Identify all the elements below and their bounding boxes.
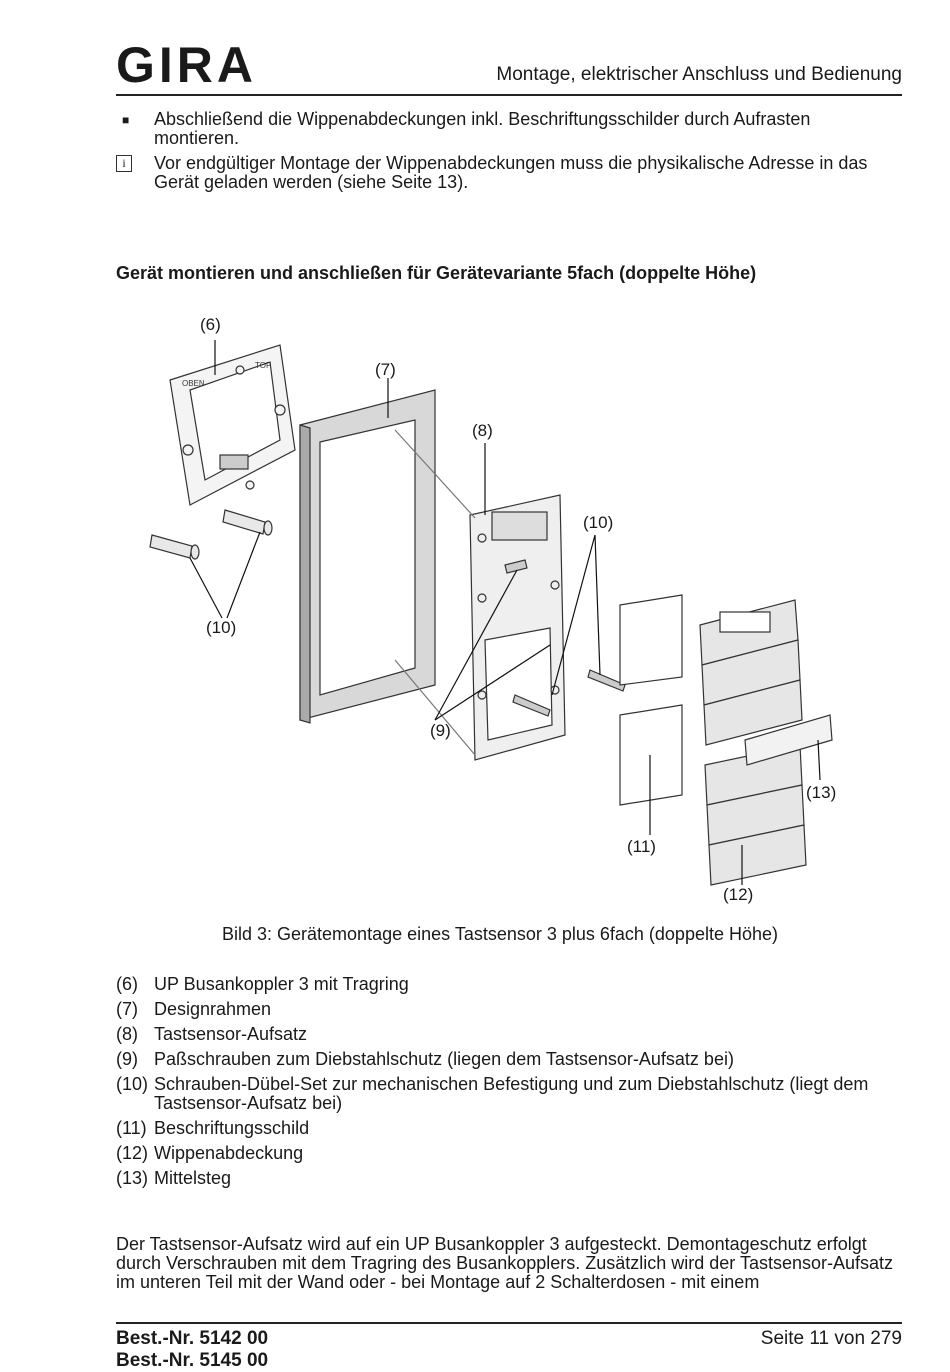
page-number: Seite 11 von 279 <box>760 1328 902 1349</box>
figure-callouts: (6) (7) (8) (10) (10) (9) (11) (12) (13) <box>200 315 836 904</box>
legend-item: (6)UP Busankoppler 3 mit Tragring <box>116 974 409 994</box>
push-button-attachment-illustration <box>469 494 566 761</box>
order-numbers: Best.-Nr. 5142 00 Best.-Nr. 5145 00 <box>116 1328 268 1372</box>
callout-13: (13) <box>806 783 836 802</box>
page-header-title: Montage, elektrischer Anschluss und Bedi… <box>496 64 902 85</box>
order-number-2: Best.-Nr. 5145 00 <box>116 1350 269 1371</box>
legend-item: (12)Wippenabdeckung <box>116 1143 304 1163</box>
legend-item: (13)Mittelsteg <box>116 1168 232 1188</box>
rocker-cover-upper-illustration <box>699 599 803 746</box>
oben-label: OBEN <box>182 379 205 388</box>
label-card-upper-illustration <box>619 594 683 686</box>
section-heading: Gerät montieren und anschließen für Gerä… <box>116 263 757 283</box>
header-divider <box>116 94 902 96</box>
centre-bar-illustration <box>744 714 833 766</box>
callout-11: (11) <box>627 837 656 856</box>
order-number-1: Best.-Nr. 5142 00 <box>116 1328 269 1349</box>
figure-caption: Bild 3: Gerätemontage eines Tastsensor 3… <box>222 924 779 944</box>
legend-item: (8)Tastsensor-Aufsatz <box>116 1024 308 1044</box>
rocker-cover-lower-illustration <box>704 744 807 886</box>
callout-6: (6) <box>200 315 221 334</box>
body-paragraph: Der Tastsensor-Aufsatz wird auf ein UP B… <box>116 1234 894 1292</box>
callout-10-right: (10) <box>583 513 613 532</box>
label-card-lower-illustration <box>619 704 683 806</box>
bus-coupler-illustration <box>169 344 296 506</box>
legend-item: (9)Paßschrauben zum Diebstahlschutz (lie… <box>116 1049 734 1069</box>
legend-list: (6)UP Busankoppler 3 mit Tragring (7)Des… <box>116 975 896 1194</box>
callout-7: (7) <box>375 360 396 379</box>
info-paragraph: Vor endgültiger Montage der Wippenabdeck… <box>154 153 868 192</box>
callout-10-left: (10) <box>206 618 236 637</box>
legend-item: (10)Schrauben-Dübel-Set zur mechanischen… <box>116 1074 869 1113</box>
callout-8: (8) <box>472 421 493 440</box>
design-frame-illustration <box>299 389 436 724</box>
dowel-right-illustration <box>222 509 273 536</box>
dowel-left-illustration <box>149 534 200 560</box>
mounting-diagram: OBEN TOP <box>149 315 836 904</box>
footer-divider <box>116 1322 902 1324</box>
legend-item: (11)Beschriftungsschild <box>116 1118 310 1138</box>
callout-12: (12) <box>723 885 753 904</box>
legend-item: (7)Designrahmen <box>116 999 272 1019</box>
top-label: TOP <box>255 361 271 370</box>
bullet-square-icon: ■ <box>122 113 130 127</box>
info-icon: i <box>116 155 132 172</box>
bullet-paragraph: Abschließend die Wippenabdeckungen inkl.… <box>154 109 811 148</box>
callout-9: (9) <box>430 721 451 740</box>
gira-logo: GIRA <box>116 37 257 93</box>
